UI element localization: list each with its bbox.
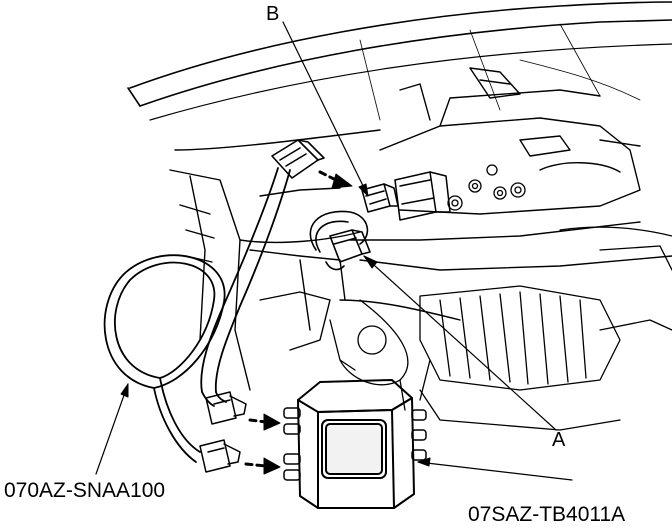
leader-arrowheads — [120, 183, 431, 467]
hood-outline — [127, 1, 672, 121]
sensor-module — [394, 171, 451, 221]
tester-part-number: 07SAZ-TB4011A — [468, 503, 626, 526]
leader-harness — [95, 383, 129, 475]
leader-lines — [95, 21, 573, 481]
harness-cables — [103, 167, 291, 463]
leader-a — [363, 255, 557, 431]
harness-connector-upper — [271, 139, 325, 179]
callout-b: B — [266, 3, 280, 25]
harness-plug-2 — [199, 439, 241, 473]
mating-arrow-lower-1 — [248, 413, 281, 431]
connector-b — [361, 183, 399, 213]
connector-a — [309, 210, 371, 271]
harness-plug-1 — [205, 391, 247, 425]
leader-tester — [417, 461, 573, 481]
tester-ports-right — [411, 409, 427, 461]
mating-arrow-lower-2 — [244, 457, 281, 475]
tester-screen — [325, 423, 383, 475]
tester-ports-left — [283, 407, 301, 481]
engine-bracket — [379, 67, 641, 215]
leader-b — [282, 21, 369, 197]
frame-members — [169, 129, 672, 391]
lower-components — [329, 226, 672, 431]
mounting-bolts — [447, 164, 526, 211]
callout-a: A — [552, 429, 566, 451]
tester-box — [297, 379, 415, 509]
harness-part-number: 070AZ-SNAA100 — [4, 479, 166, 502]
mating-arrow-upper — [318, 170, 353, 189]
